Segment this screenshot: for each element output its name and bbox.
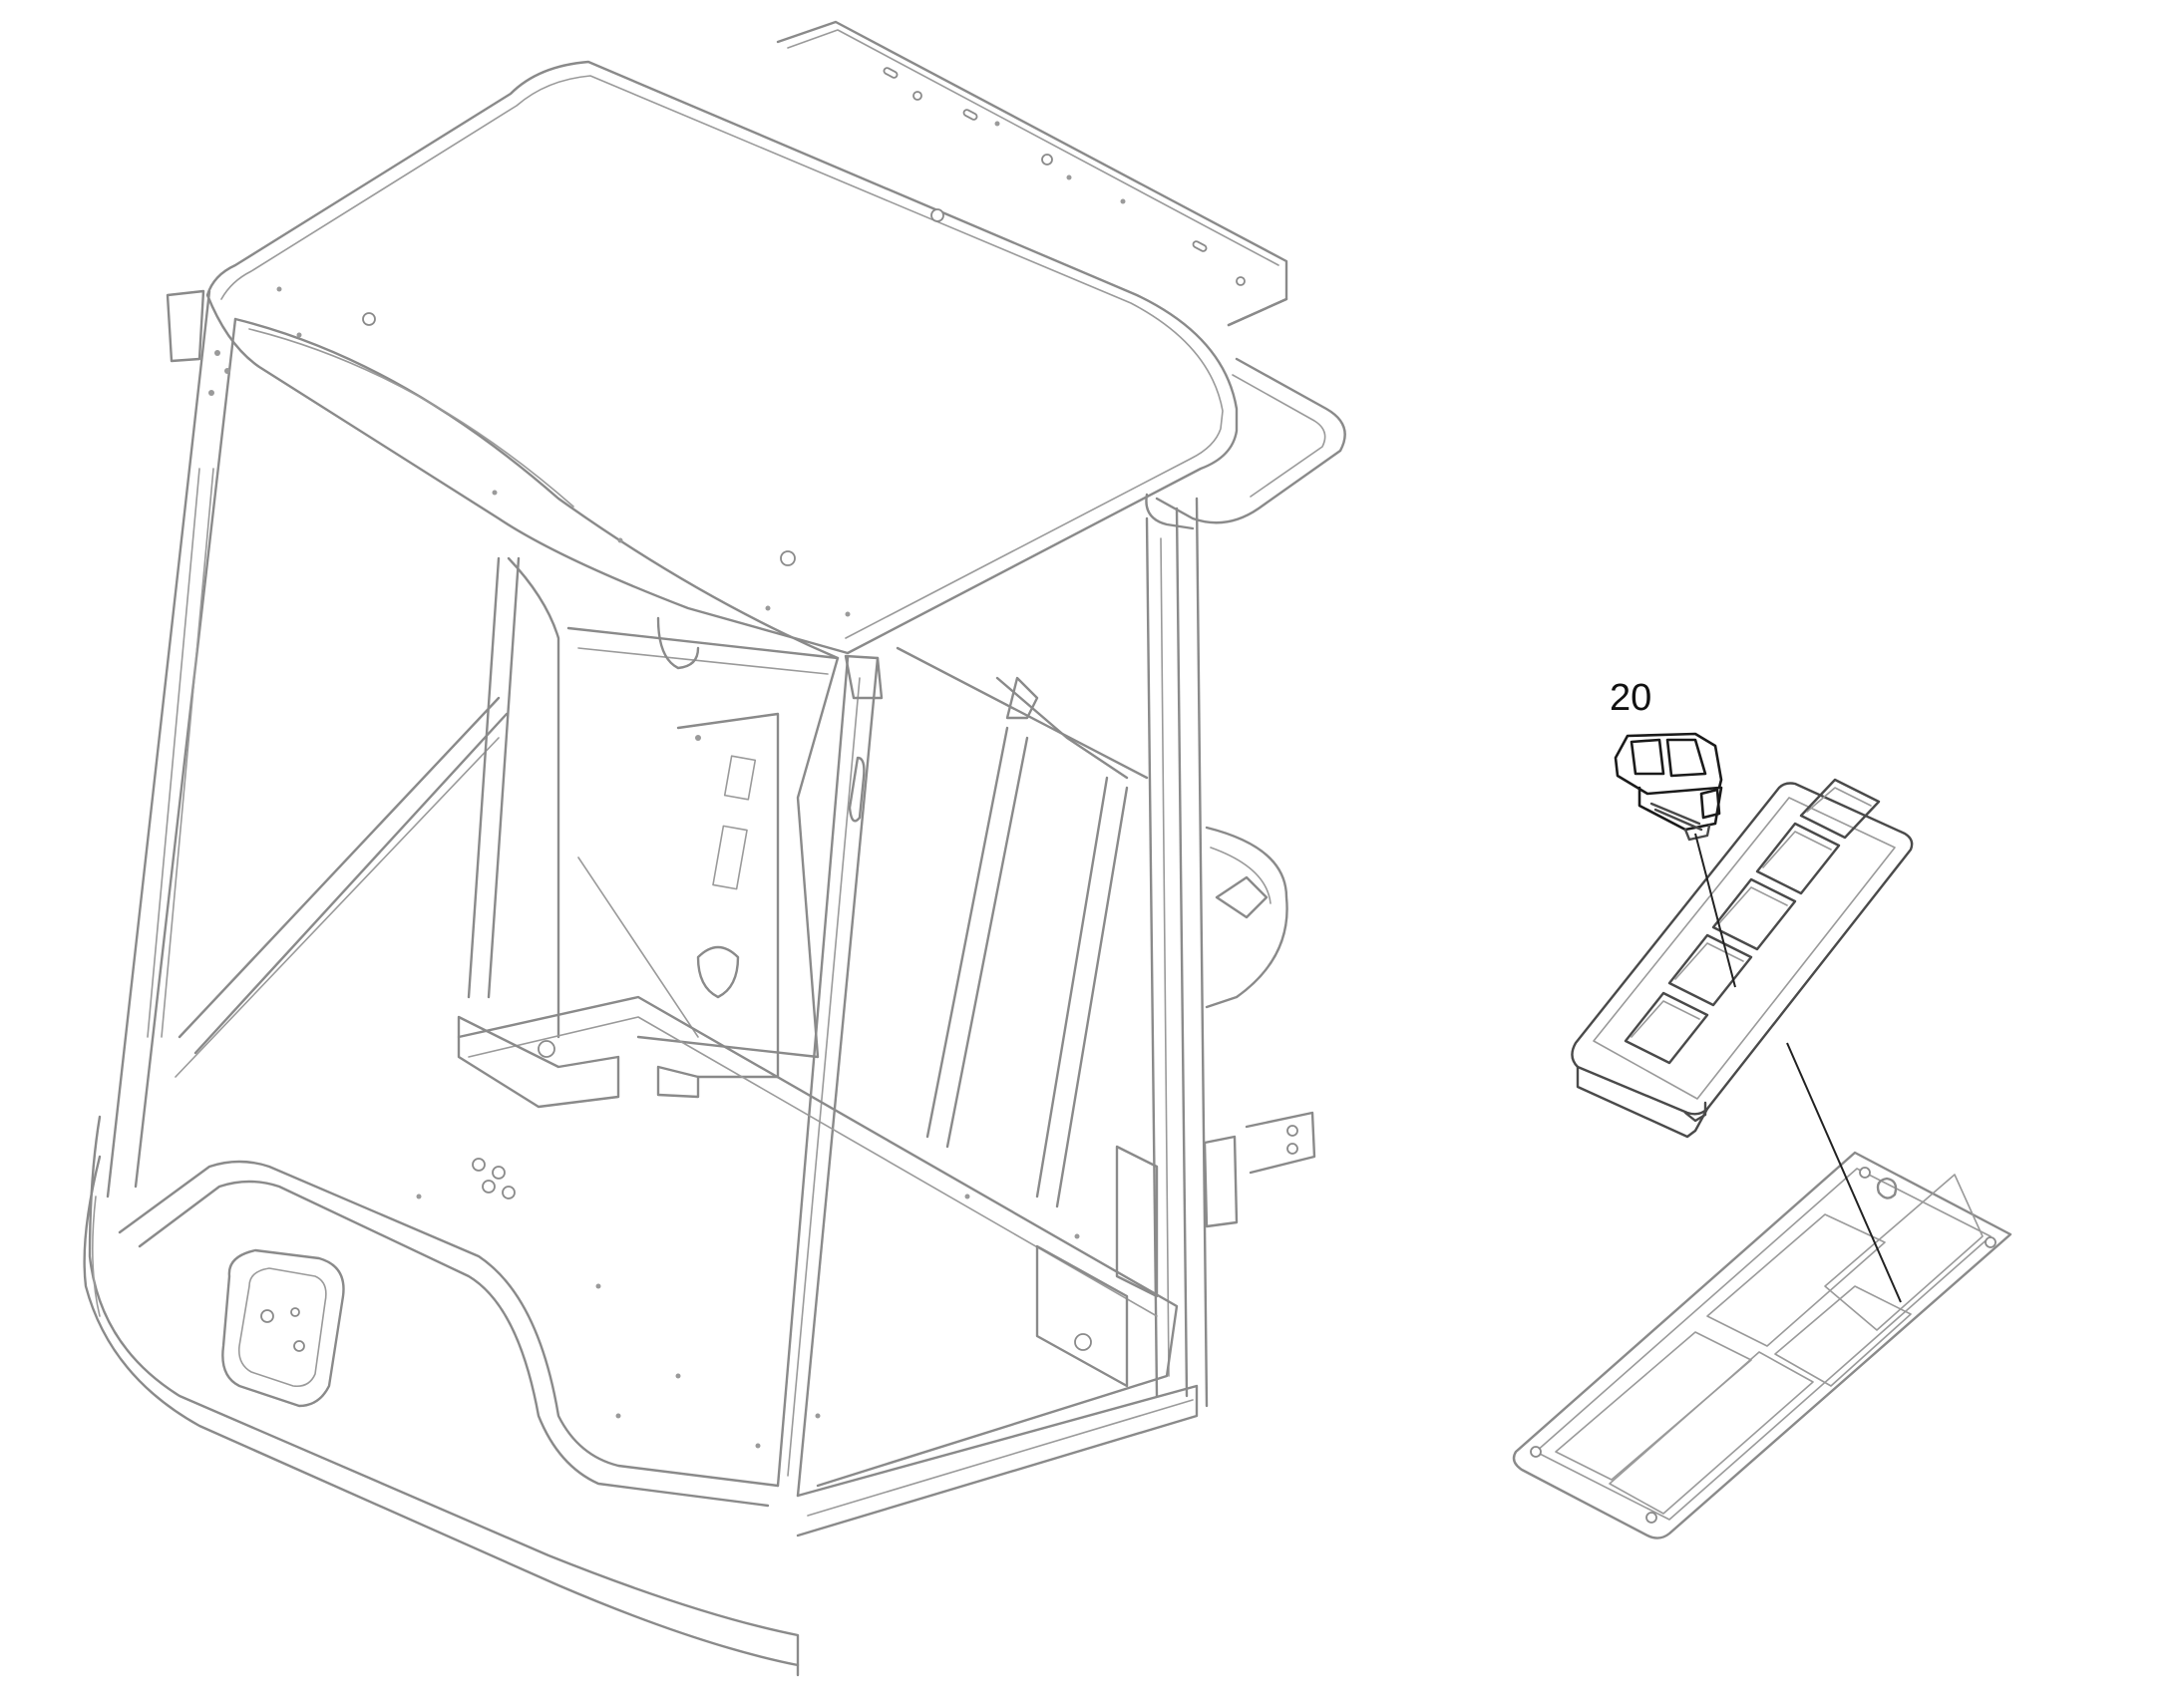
callout-label-20: 20 xyxy=(1610,677,1651,719)
rear-inner-panel xyxy=(566,616,840,1079)
right-fender xyxy=(1205,826,1288,1009)
front-left-pillar xyxy=(106,289,237,1198)
rear-mounting-plate xyxy=(776,20,1288,327)
operator-cab xyxy=(83,20,1346,1677)
rear-right-pillar xyxy=(896,497,1209,1408)
hinge-bracket xyxy=(1203,1111,1316,1228)
cab-roof xyxy=(205,60,1239,660)
rocker-switch-part-20 xyxy=(1614,732,1723,842)
leader-lines xyxy=(1694,833,1902,1303)
cab-floor xyxy=(416,995,1179,1488)
side-frame-rails xyxy=(175,556,560,1078)
gasket-plate xyxy=(1512,1151,2012,1539)
front-center-pillar xyxy=(776,654,884,1498)
front-dashboard-bezel xyxy=(83,1115,1199,1677)
rear-grab-handle xyxy=(1145,357,1346,530)
switch-panel-bezel xyxy=(1571,778,1914,1139)
